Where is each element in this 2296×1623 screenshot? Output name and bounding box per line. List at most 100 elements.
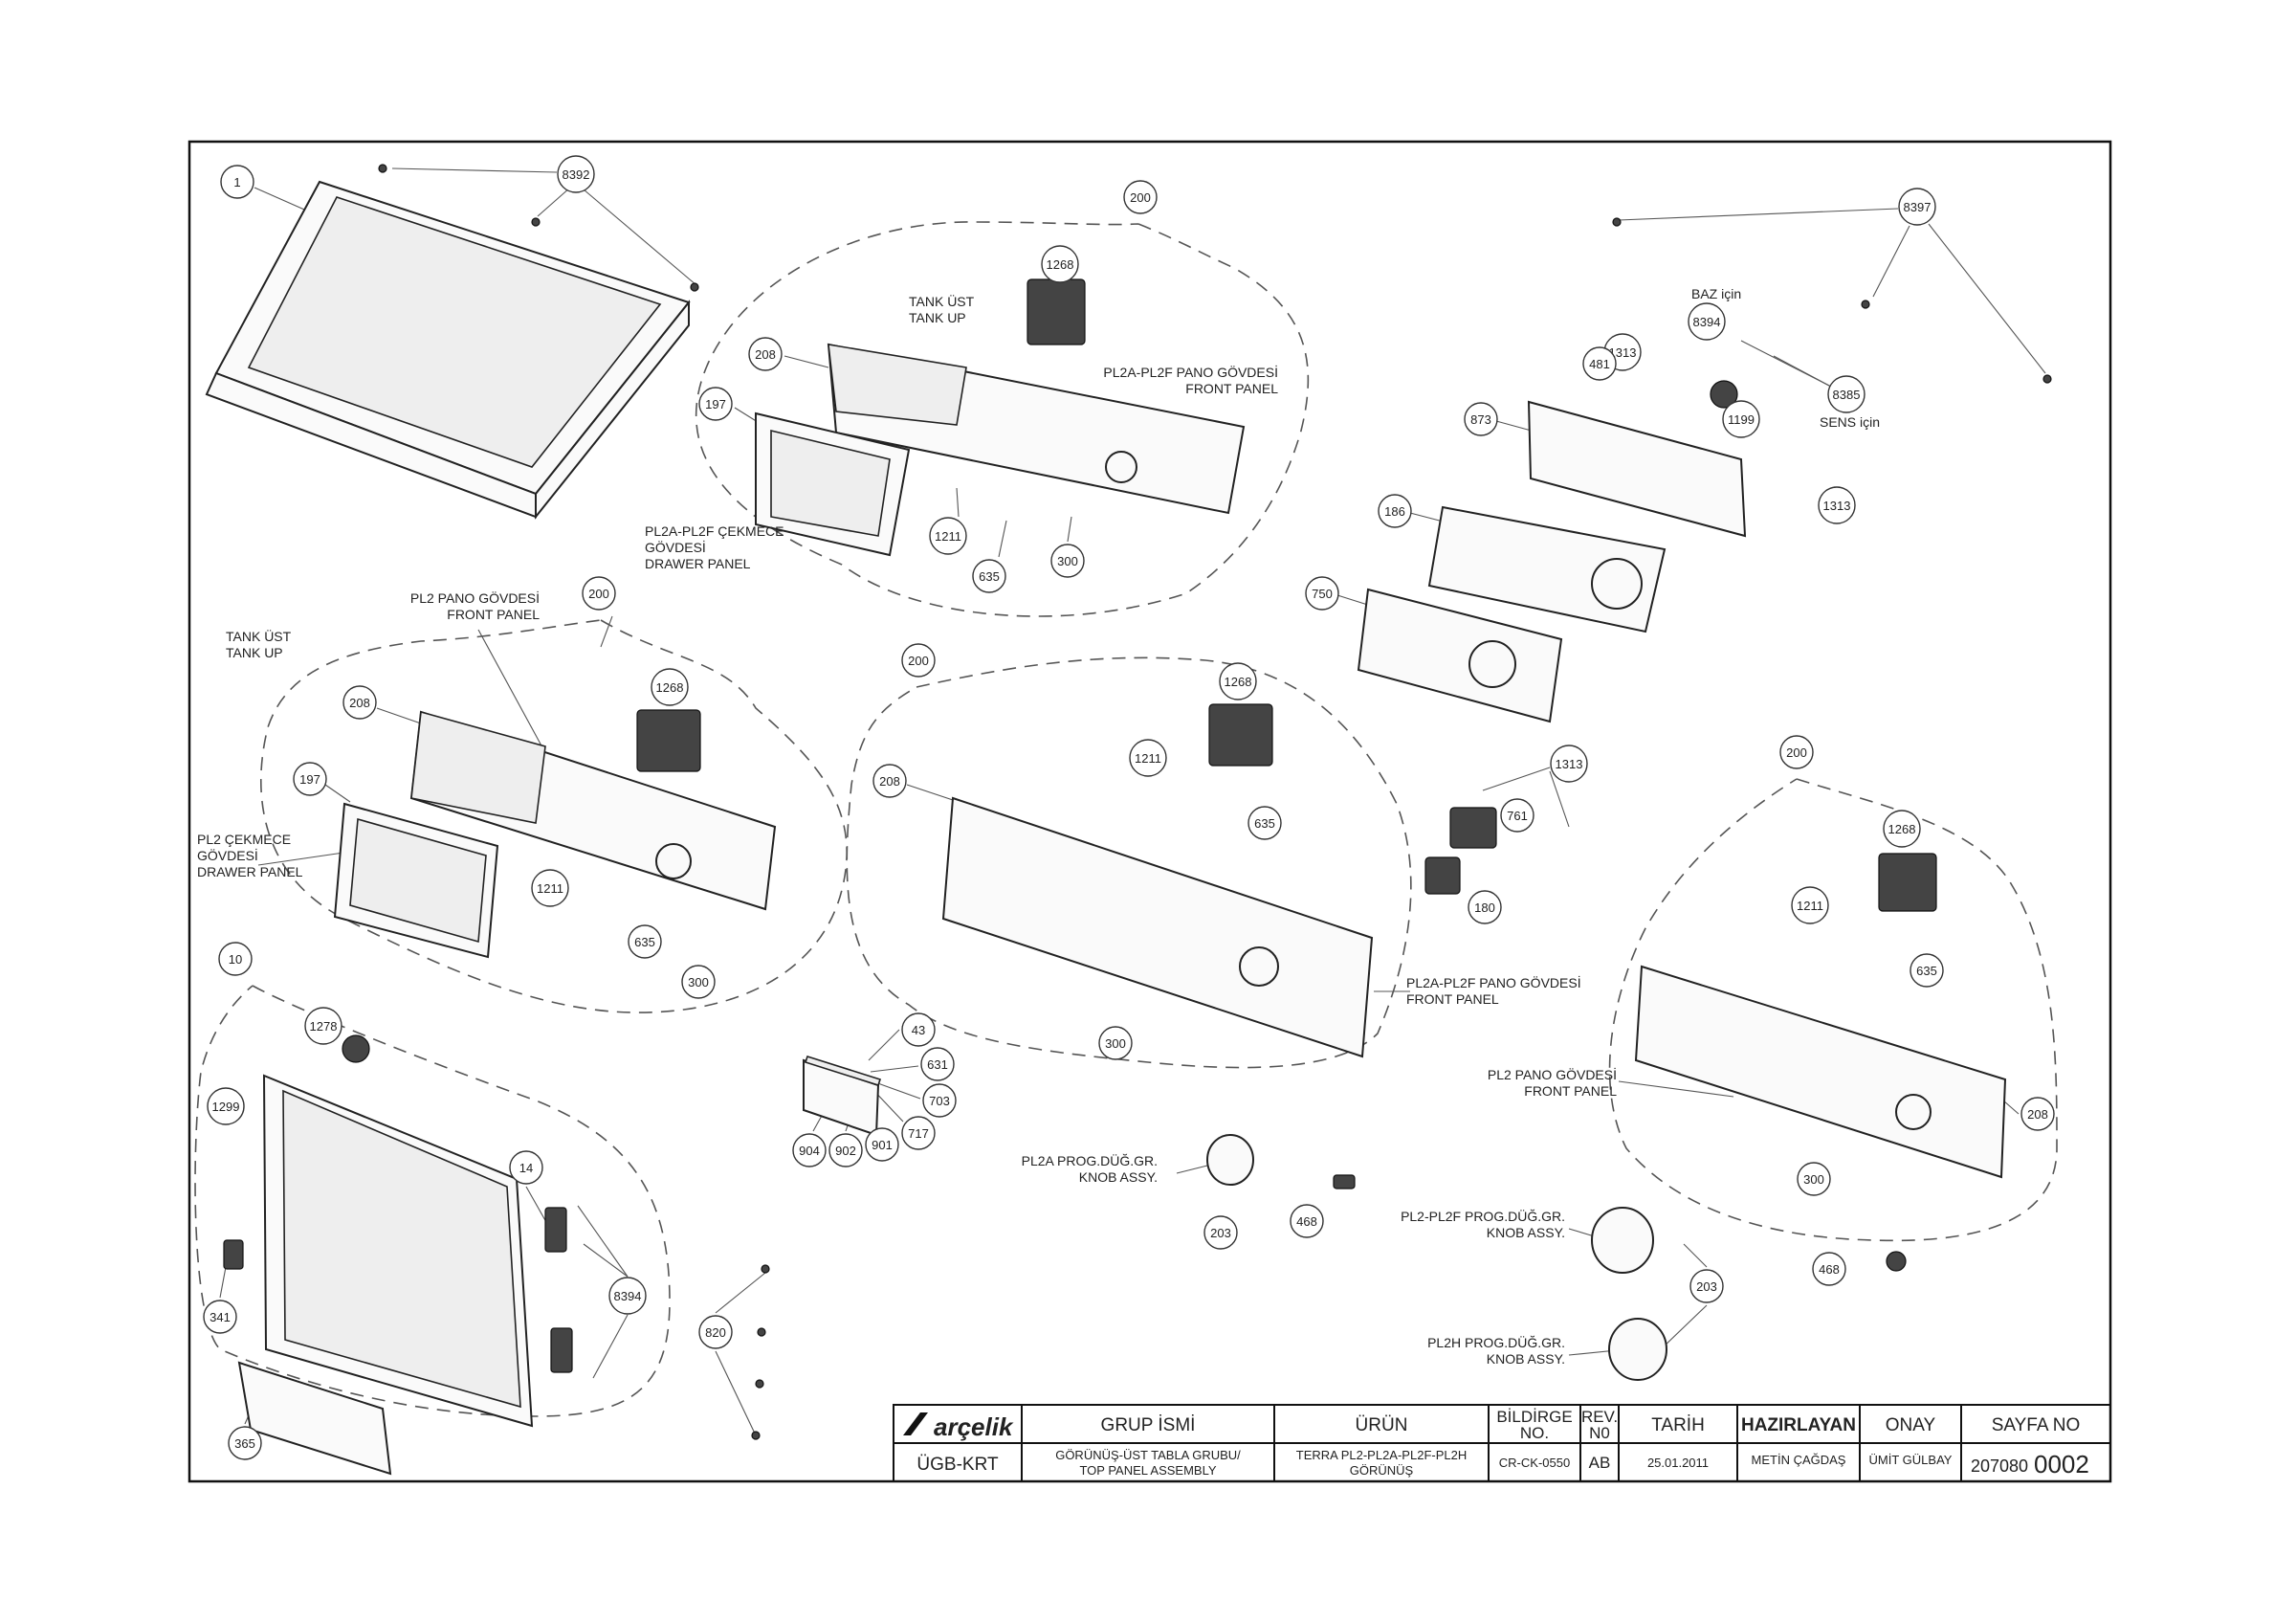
callout-number: 635 <box>1254 816 1275 831</box>
callout-circle <box>792 1133 827 1167</box>
callout-circle <box>1305 576 1339 611</box>
callout-43: 43 <box>901 1012 936 1047</box>
callout-635: 635 <box>628 924 662 959</box>
callout-number: 10 <box>229 952 242 967</box>
group-outline-right <box>1608 778 2058 1242</box>
callout-number: 635 <box>1916 964 1937 978</box>
callout-circle <box>220 165 254 199</box>
page-header: SAYFA NO <box>1992 1415 2081 1435</box>
group-outline-door <box>194 985 671 1417</box>
callout-circle <box>872 764 907 798</box>
callout-300: 300 <box>1050 544 1085 578</box>
callout-number: 761 <box>1507 809 1528 823</box>
callout-number: 43 <box>912 1023 925 1037</box>
callout-circle <box>922 1083 957 1118</box>
callout-635: 635 <box>1247 806 1282 840</box>
callout-1313: 1313 <box>1550 745 1588 783</box>
callout-number: 300 <box>1803 1172 1824 1187</box>
callout-1268: 1268 <box>1883 810 1921 848</box>
callout-number: 468 <box>1296 1214 1317 1229</box>
arcelik-logo: arçelik <box>903 1412 1014 1441</box>
label-line: KNOB ASSY. <box>1079 1169 1158 1185</box>
callout-number: 717 <box>908 1126 929 1141</box>
callout-341: 341 <box>203 1300 237 1334</box>
callout-number: 635 <box>979 569 1000 584</box>
callout-circle <box>828 1133 863 1167</box>
group-outline-middle <box>846 656 1412 1069</box>
page-value-prefix: 207080 <box>1971 1456 2028 1476</box>
callout-197: 197 <box>698 387 733 421</box>
callout-circle <box>1050 544 1085 578</box>
callout-365: 365 <box>228 1426 262 1460</box>
callout-circle <box>1129 739 1167 777</box>
label-line: KNOB ASSY. <box>1487 1225 1565 1240</box>
front-panel-part-b <box>333 709 777 959</box>
callout-number: 200 <box>908 654 929 668</box>
callout-circle <box>1290 1204 1324 1238</box>
callout-number: 186 <box>1384 504 1405 519</box>
approval-value: ÜMİT GÜLBAY <box>1869 1453 1953 1467</box>
callout-number: 1268 <box>656 680 684 695</box>
page-value-number: 0002 <box>2034 1450 2089 1478</box>
callout-circle <box>342 685 377 720</box>
callout-circle <box>628 924 662 959</box>
part-number-callouts: 1839220012682081971211635300839783941313… <box>203 155 2055 1460</box>
callout-number: 1268 <box>1888 822 1916 836</box>
callout-number: 1313 <box>1556 757 1583 771</box>
callout-circle <box>1910 953 1944 988</box>
callout-300: 300 <box>681 965 716 999</box>
callout-circle <box>1464 402 1498 436</box>
callout-circle <box>1689 1269 1724 1303</box>
callout-1211: 1211 <box>929 517 967 555</box>
group-header: GRUP İSMİ <box>1101 1415 1196 1435</box>
callout-number: 468 <box>1819 1262 1840 1277</box>
callout-circle <box>1812 1252 1846 1286</box>
callout-902: 902 <box>828 1133 863 1167</box>
callout-number: 1268 <box>1047 257 1074 272</box>
group-outlines <box>194 221 2058 1417</box>
callout-number: 300 <box>688 975 709 989</box>
callout-8385: 8385 <box>1827 375 1866 413</box>
rev-header-line2: N0 <box>1589 1424 1610 1442</box>
label-line: PL2 ÇEKMECE <box>197 832 291 847</box>
callout-number: 1 <box>233 175 240 189</box>
callout-number: 200 <box>1130 190 1151 205</box>
label-l-baz: BAZ için <box>1691 286 1741 301</box>
callout-number: 180 <box>1474 900 1495 915</box>
callout-208: 208 <box>748 337 783 371</box>
callout-number: 1299 <box>212 1100 240 1114</box>
notice-value: CR-CK-0550 <box>1499 1456 1570 1470</box>
group-outline-top <box>695 221 1310 617</box>
door-part <box>223 1034 573 1476</box>
front-panel-part-c <box>941 703 1374 1058</box>
callout-208: 208 <box>872 764 907 798</box>
callout-circle <box>929 517 967 555</box>
callout-901: 901 <box>865 1127 899 1162</box>
callout-number: 1278 <box>310 1019 338 1034</box>
callout-200: 200 <box>901 643 936 678</box>
label-line: GÖVDESİ <box>197 847 258 863</box>
prepared-value: METİN ÇAĞDAŞ <box>1752 1453 1846 1467</box>
callout-circle <box>920 1047 955 1081</box>
callout-717: 717 <box>901 1116 936 1150</box>
callout-1299: 1299 <box>207 1087 245 1125</box>
callout-circle <box>2020 1097 2055 1131</box>
callout-1: 1 <box>220 165 254 199</box>
approval-header: ONAY <box>1886 1415 1936 1435</box>
label-line: PL2-PL2F PROG.DÜĞ.GR. <box>1401 1208 1565 1224</box>
callout-number: 820 <box>705 1325 726 1340</box>
callout-circle <box>1123 180 1158 214</box>
callout-number: 901 <box>872 1138 893 1152</box>
callout-number: 208 <box>879 774 900 789</box>
label-line: PL2A-PL2F PANO GÖVDESİ <box>1103 364 1278 380</box>
label-line: SENS için <box>1820 414 1880 430</box>
callout-300: 300 <box>1098 1026 1133 1060</box>
callout-1211: 1211 <box>1791 886 1829 924</box>
label-line: PL2H PROG.DÜĞ.GR. <box>1427 1334 1565 1350</box>
callout-number: 8392 <box>563 167 590 182</box>
